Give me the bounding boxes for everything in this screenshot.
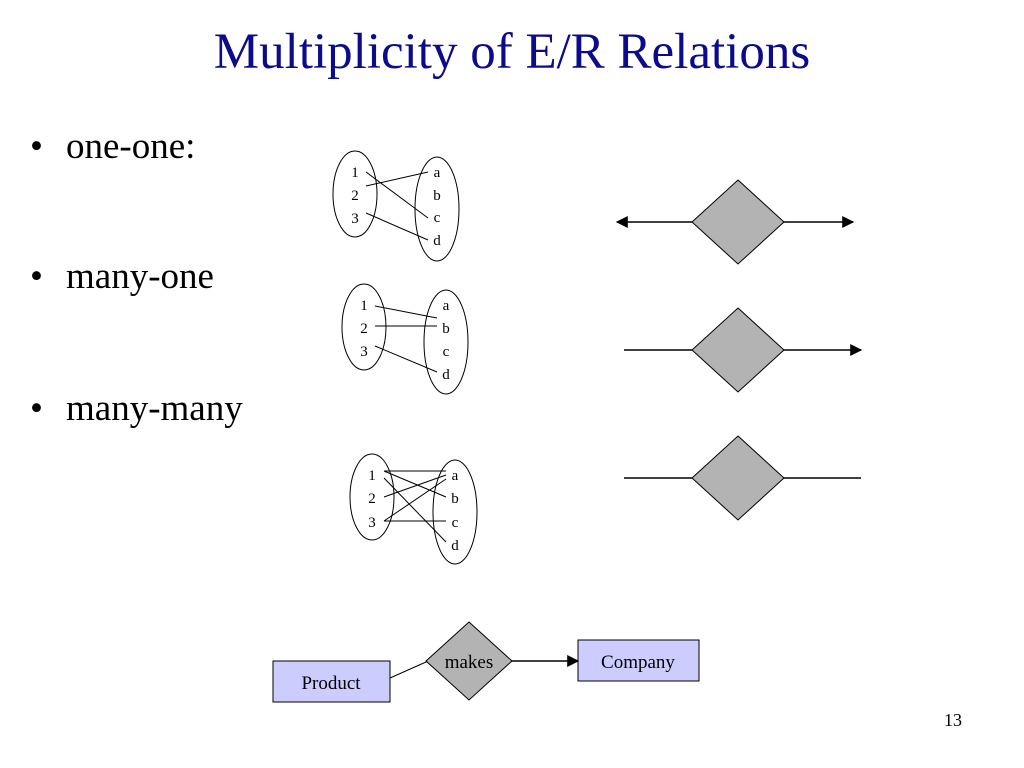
range-value-a: a bbox=[434, 165, 441, 181]
entity-company-box bbox=[577, 639, 700, 682]
range-value-a: a bbox=[443, 298, 450, 314]
mapping-many-one: 1 2 3 a b c d bbox=[341, 283, 469, 395]
domain-value-2: 2 bbox=[360, 321, 368, 337]
relationship-diamond bbox=[691, 435, 785, 521]
range-value-c: c bbox=[434, 210, 441, 226]
bullet-many-many: • many-many bbox=[30, 390, 243, 427]
mapping-line bbox=[383, 474, 447, 498]
page-number: 13 bbox=[944, 710, 962, 730]
domain-value-1: 1 bbox=[368, 468, 376, 484]
range-value-d: d bbox=[442, 367, 450, 383]
bullet-text: many-many bbox=[66, 388, 243, 429]
range-value-b: b bbox=[442, 321, 450, 337]
mapping-line bbox=[374, 305, 438, 319]
mapping-line bbox=[365, 212, 429, 241]
bullet-marker: • bbox=[30, 256, 43, 297]
domain-value-3: 3 bbox=[368, 515, 376, 531]
mapping-many-many: 1 2 3 a b c d bbox=[349, 453, 478, 565]
mapping-line bbox=[383, 470, 447, 498]
mapping-one-one: 1 2 3 a b c d bbox=[332, 150, 460, 262]
relationship-diamond bbox=[691, 179, 785, 265]
range-value-d: d bbox=[451, 538, 459, 554]
er-notation-one-one bbox=[615, 179, 855, 265]
domain-value-3: 3 bbox=[360, 344, 368, 360]
mapping-line bbox=[383, 478, 447, 522]
range-value-a: a bbox=[452, 468, 459, 484]
range-value-c: c bbox=[452, 515, 459, 531]
domain-value-3: 3 bbox=[351, 211, 359, 227]
bullet-many-one: • many-one bbox=[30, 258, 214, 295]
mapping-line bbox=[383, 477, 447, 543]
domain-value-2: 2 bbox=[368, 491, 376, 507]
domain-set-ellipse bbox=[332, 150, 378, 238]
bullet-marker: • bbox=[30, 388, 43, 429]
er-example: Product makes Company bbox=[272, 621, 700, 703]
er-notation-many-one bbox=[624, 307, 863, 393]
slide-title: Multiplicity of E/R Relations bbox=[213, 24, 811, 80]
domain-value-1: 1 bbox=[360, 298, 368, 314]
entity-product-box bbox=[272, 660, 391, 703]
bullet-text: one-one: bbox=[66, 126, 196, 167]
relationship-diamond bbox=[691, 307, 785, 393]
bullet-text: many-one bbox=[66, 256, 214, 297]
range-set-ellipse bbox=[414, 156, 460, 262]
bullet-one-one: • one-one: bbox=[30, 128, 195, 165]
mapping-line bbox=[365, 171, 429, 219]
entity-product-label: Product bbox=[301, 673, 361, 694]
er-notation-many-many bbox=[624, 435, 861, 521]
range-value-d: d bbox=[433, 233, 441, 249]
domain-value-1: 1 bbox=[351, 165, 359, 181]
relationship-makes-diamond bbox=[425, 621, 513, 701]
entity-company-label: Company bbox=[601, 652, 675, 673]
relationship-makes-label: makes bbox=[445, 652, 494, 673]
domain-value-2: 2 bbox=[351, 188, 359, 204]
bullet-marker: • bbox=[30, 126, 43, 167]
range-value-b: b bbox=[451, 491, 459, 507]
range-set-ellipse bbox=[432, 459, 478, 565]
range-value-b: b bbox=[433, 188, 441, 204]
range-value-c: c bbox=[443, 344, 450, 360]
mapping-line bbox=[374, 345, 438, 373]
domain-set-ellipse bbox=[341, 283, 387, 371]
domain-set-ellipse bbox=[349, 453, 395, 541]
range-set-ellipse bbox=[423, 289, 469, 395]
mapping-line bbox=[365, 171, 429, 187]
